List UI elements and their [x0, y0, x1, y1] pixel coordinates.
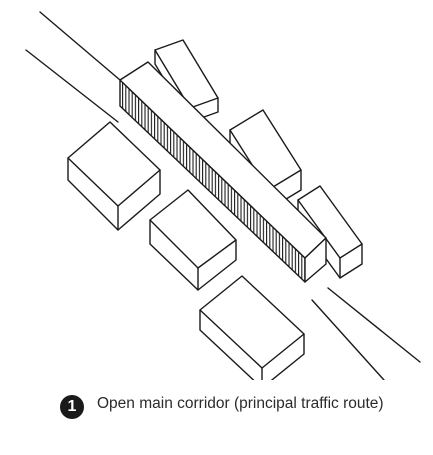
route-line-upper-exit: [327, 287, 421, 363]
route-line-upper: [39, 11, 121, 81]
corridor-diagram: [25, 11, 421, 380]
route-line-lower: [25, 49, 119, 123]
corridor-end: [304, 237, 327, 283]
building-top-left: [154, 39, 219, 123]
building-middle: [149, 189, 237, 291]
route-line-lower-exit: [311, 299, 385, 380]
caption-number-badge: 1: [60, 395, 84, 419]
figure-caption: 1 Open main corridor (principal traffic …: [60, 393, 390, 419]
caption-text: Open main corridor (principal traffic ro…: [97, 395, 384, 412]
building-bottom: [199, 275, 305, 380]
building-left: [67, 121, 161, 231]
